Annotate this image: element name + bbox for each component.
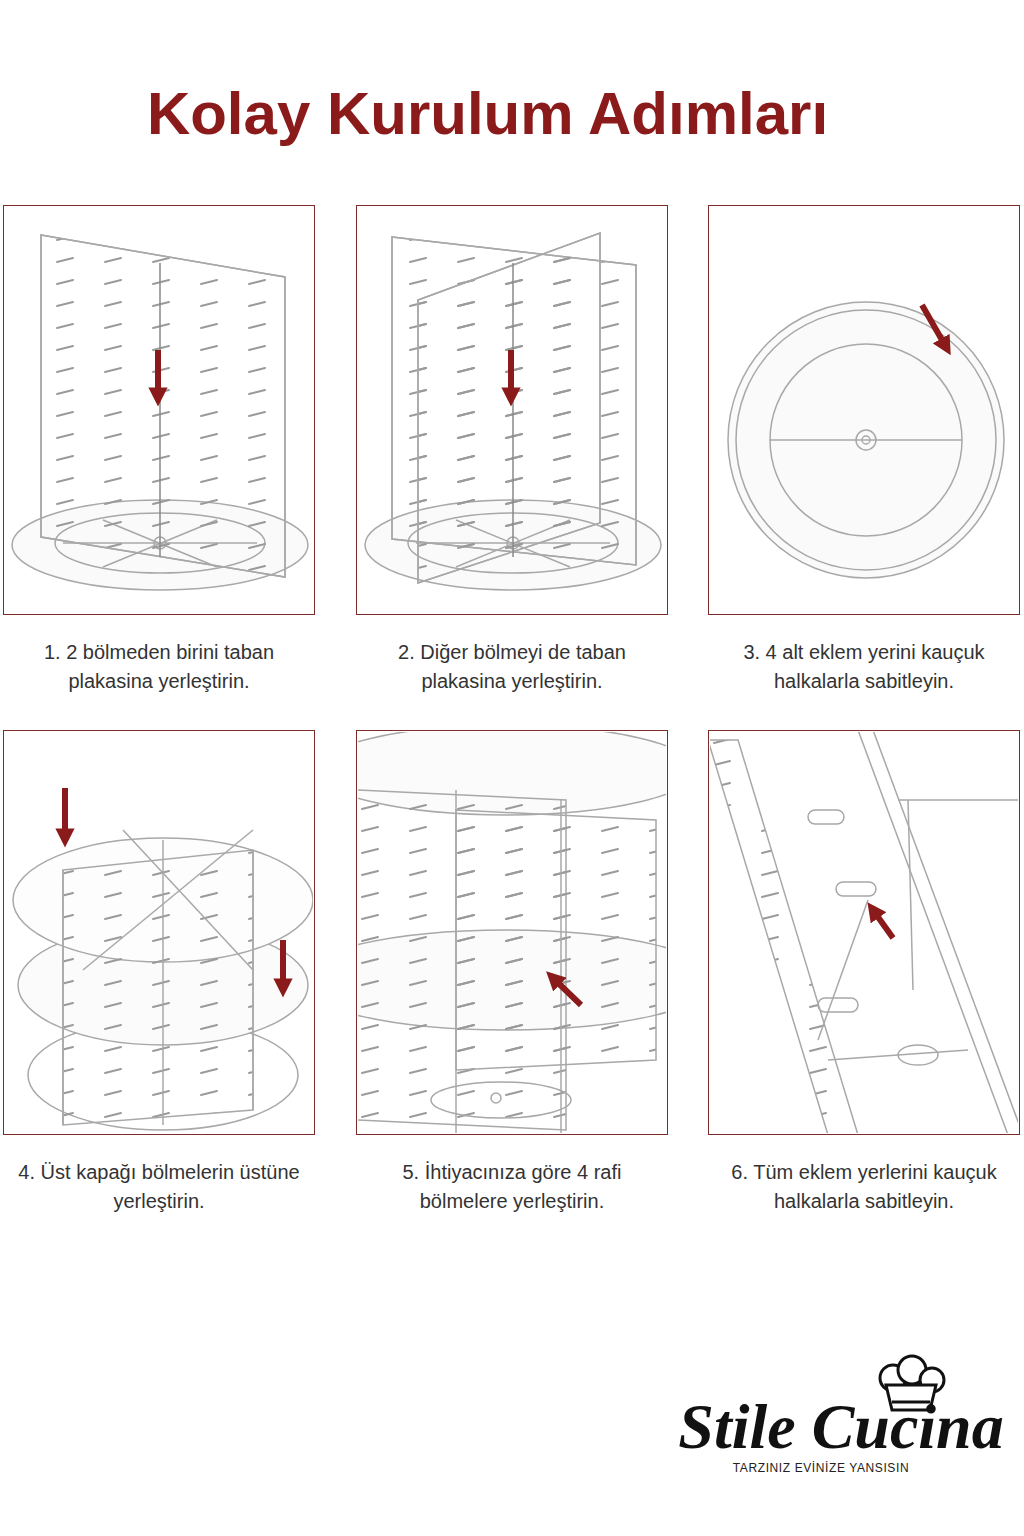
brand-tagline-holder: TARZINIZ EVİNİZE YANSISIN: [706, 1462, 936, 1475]
illustration-line: [818, 998, 858, 1012]
illustration-line: [808, 810, 844, 824]
illustration-line: [280, 940, 286, 988]
illustration-line: [873, 910, 893, 938]
illustration-line: [770, 344, 962, 536]
shelf-illustration: [358, 732, 666, 1133]
illustration-line: [873, 732, 1018, 1133]
step-panel: 1. 2 bölmeden birini taban plakasina yer…: [3, 205, 315, 615]
illustration-line: [728, 302, 1004, 578]
illustration-line: [155, 350, 161, 397]
illustration-line: [898, 799, 1018, 801]
step-caption: 4. Üst kapağı bölmelerin üstüne yerleşti…: [4, 1158, 314, 1216]
illustration-line: [491, 1093, 501, 1103]
illustration-line: [710, 740, 858, 1133]
illustration-line: [508, 350, 514, 397]
partition-step-illustration: [12, 235, 308, 590]
illustration-line: [836, 882, 876, 896]
illustration-line: [418, 233, 600, 583]
step-panel: 3. 4 alt eklem yerini kauçuk halkalarla …: [708, 205, 1020, 615]
brand-logo: Stile Cucina: [676, 1392, 1006, 1462]
illustration-line: [63, 850, 253, 1125]
illustration-line: [858, 732, 1008, 1133]
title-holder: Kolay Kurulum Adımları: [0, 78, 975, 150]
step-caption: 1. 2 bölmeden birini taban plakasina yer…: [4, 638, 314, 696]
illustration-line: [862, 436, 870, 444]
illustration-line: [922, 305, 946, 347]
illustration-line: [83, 830, 253, 970]
step-caption: 3. 4 alt eklem yerini kauçuk halkalarla …: [709, 638, 1019, 696]
illustration-line: [553, 978, 581, 1005]
step-caption: 5. İhtiyacınıza göre 4 rafi bölmelere ye…: [357, 1158, 667, 1216]
step-panel: 4. Üst kapağı bölmelerin üstüne yerleşti…: [3, 730, 315, 1135]
illustration-line: [818, 900, 868, 1040]
partition-step-illustration: [365, 233, 661, 590]
step-caption: 6. Tüm eklem yerlerini kauçuk halkalarla…: [709, 1158, 1019, 1216]
joint-detail-illustration: [710, 732, 1018, 1133]
illustration-line: [41, 235, 285, 577]
step-panel: 2. Diğer bölmeyi de taban plakasina yerl…: [356, 205, 668, 615]
illustration-line: [456, 810, 656, 1070]
illustration-line: [856, 430, 876, 450]
step-panel: 6. Tüm eklem yerlerini kauçuk halkalarla…: [708, 730, 1020, 1135]
illustration-line: [560, 800, 562, 1133]
illustration-line: [62, 870, 64, 1125]
illustration-line: [123, 830, 253, 970]
illustration-line: [455, 790, 457, 1133]
brand-tagline: TARZINIZ EVİNİZE YANSISIN: [706, 1462, 936, 1475]
illustration-line: [162, 840, 164, 1125]
top-cover-illustration: [13, 788, 313, 1130]
illustration-line: [41, 235, 285, 577]
illustration-line: [159, 263, 161, 557]
illustration-line: [512, 263, 514, 557]
base-plate-illustration: [728, 302, 1004, 578]
step-caption: 2. Diğer bölmeyi de taban plakasina yerl…: [357, 638, 667, 696]
illustration-line: [898, 1045, 938, 1065]
step-panel: 5. İhtiyacınıza göre 4 rafi bölmelere ye…: [356, 730, 668, 1135]
page-title: Kolay Kurulum Adımları: [0, 78, 975, 150]
illustration-line: [908, 800, 913, 990]
illustration-line: [252, 850, 254, 1110]
illustration-line: [418, 233, 600, 583]
brand-logo-holder: Stile Cucina: [676, 1392, 1006, 1462]
illustration-line: [770, 439, 962, 441]
illustration-line: [736, 310, 996, 570]
illustration-line: [62, 788, 68, 838]
illustration-line: [431, 1082, 571, 1118]
